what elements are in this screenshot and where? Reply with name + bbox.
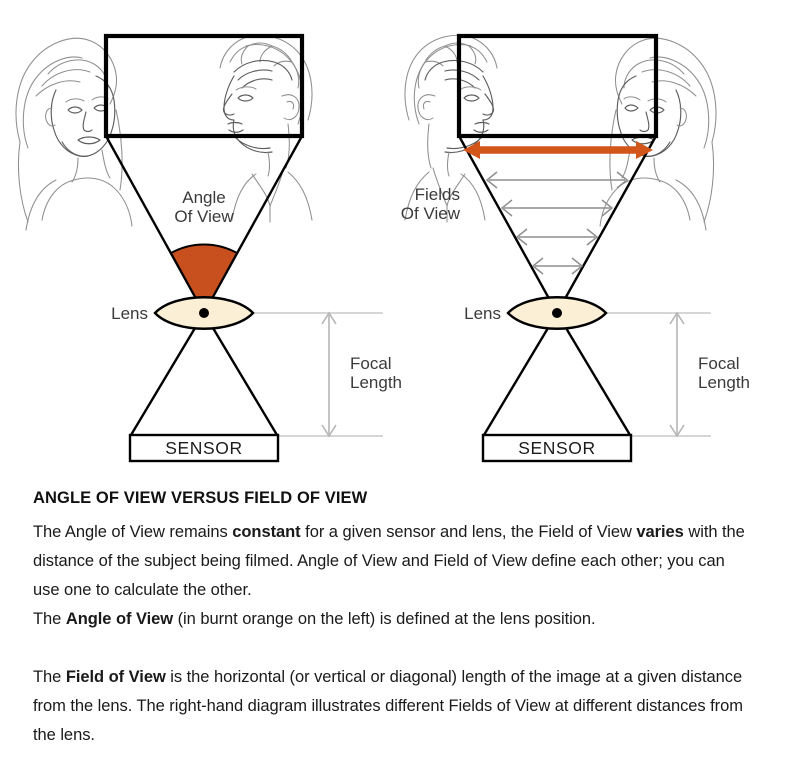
- right-lens-label: Lens: [464, 304, 501, 323]
- diagram-svg: Angle Of View Focal Length: [15, 33, 750, 463]
- field-of-view-arrow-2: [500, 199, 614, 217]
- left-lens-center-dot: [199, 308, 209, 318]
- fields-of-view-label-line2: Of View: [401, 204, 461, 223]
- left-sensor-label: SENSOR: [165, 438, 243, 458]
- field-of-view-arrow-3: [515, 228, 599, 246]
- diagram-area: Angle Of View Focal Length: [15, 33, 750, 463]
- p3-seg2: is the horizontal (or vertical or diagon…: [33, 668, 743, 745]
- right-cone-edge-left: [457, 135, 559, 314]
- left-focal-length-arrow: [321, 311, 337, 438]
- left-sensor-box: [128, 433, 280, 463]
- p1-seg3: with the distance of the subject being f…: [33, 523, 745, 600]
- angle-of-view-label-line1: Angle: [182, 188, 225, 207]
- right-focal-length-arrow: [669, 311, 685, 438]
- right-image-frame: [456, 33, 659, 139]
- field-of-view-diagram: Fields Of View Focal Length: [401, 33, 750, 463]
- caption-paragraph-1: The Angle of View remains constant for a…: [33, 518, 755, 605]
- right-sensor-label: SENSOR: [518, 438, 596, 458]
- right-focal-label-line1: Focal: [698, 354, 740, 373]
- fields-of-view-label-line1: Fields: [415, 185, 460, 204]
- left-lower-cone-right: [202, 312, 279, 436]
- p3-bold1: Field of View: [65, 668, 166, 687]
- caption-heading: ANGLE OF VIEW VERSUS FIELD OF VIEW: [33, 489, 368, 507]
- angle-of-view-label-line2: Of View: [174, 207, 234, 226]
- caption-area: ANGLE OF VIEW VERSUS FIELD OF VIEW The A…: [33, 487, 755, 750]
- p2-seg1: The: [33, 610, 66, 629]
- right-focal-label-line2: Length: [698, 373, 750, 392]
- left-focal-label-line1: Focal: [350, 354, 392, 373]
- left-focal-label-line2: Length: [350, 373, 402, 392]
- p2-seg2: (in burnt orange on the left) is defined…: [173, 610, 596, 629]
- caption-paragraph-gap: [33, 634, 755, 663]
- right-cone-edge-right: [555, 135, 658, 314]
- left-lower-cone-left: [129, 312, 206, 436]
- caption-paragraph-3: The Field of View is the horizontal (or …: [33, 663, 755, 750]
- angle-of-view-diagram: Angle Of View Focal Length: [15, 33, 402, 463]
- p1-bold1: constant: [232, 523, 301, 542]
- right-lower-cone-right: [555, 312, 632, 436]
- right-sensor-box: [481, 433, 633, 463]
- field-of-view-arrow-1: [485, 171, 629, 189]
- left-image-frame: [103, 33, 305, 139]
- p2-bold1: Angle of View: [65, 610, 174, 629]
- field-of-view-arrow-primary: [463, 141, 653, 159]
- angle-of-view-wedge: [169, 243, 239, 316]
- caption-paragraph-2: The Angle of View (in burnt orange on th…: [33, 605, 755, 634]
- left-lens-label: Lens: [111, 304, 148, 323]
- p1-seg2: for a given sensor and lens, the Field o…: [300, 523, 637, 542]
- p1-seg1: The Angle of View remains: [33, 523, 233, 542]
- right-lens-center-dot: [552, 308, 562, 318]
- right-lower-cone-left: [482, 312, 559, 436]
- field-of-view-arrow-4: [531, 257, 584, 275]
- left-subject-man: [219, 34, 313, 223]
- p3-seg1: The: [33, 668, 66, 687]
- p1-bold2: varies: [636, 523, 684, 542]
